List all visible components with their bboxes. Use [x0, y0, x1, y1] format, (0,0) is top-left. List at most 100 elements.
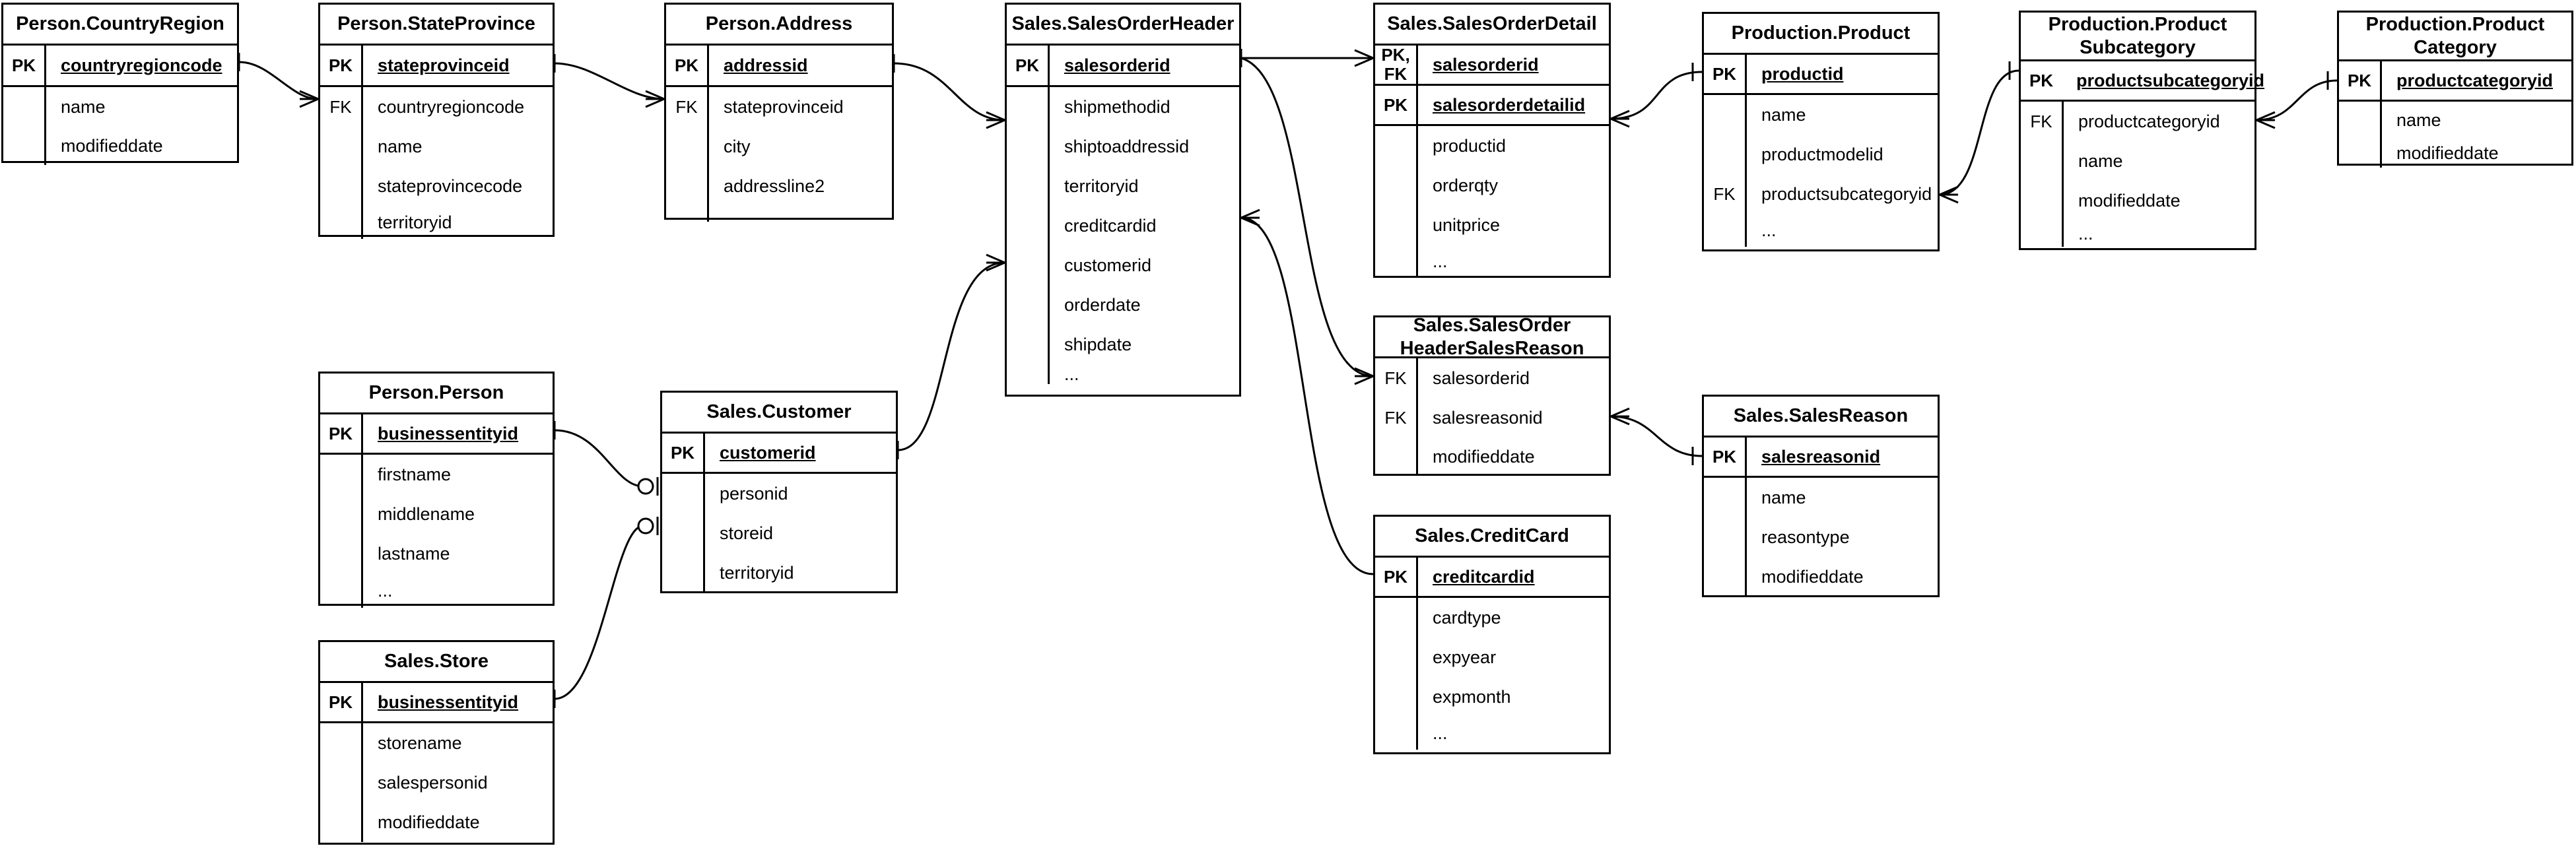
attribute-row[interactable]: city [666, 127, 892, 166]
attribute-row[interactable]: customerid [1007, 245, 1239, 285]
attribute-row[interactable]: shiptoaddressid [1007, 127, 1239, 166]
rel-salesorderheader-salesreasonlink [1240, 57, 1374, 385]
attribute-row[interactable]: firstname [320, 455, 553, 494]
attribute-row[interactable]: middlename [320, 494, 553, 534]
attribute-name: productcategoryid [2396, 70, 2554, 90]
attribute-row[interactable]: ... [2021, 220, 2254, 247]
attribute-row[interactable]: unitprice [1375, 205, 1609, 245]
attribute-row[interactable]: orderqty [1375, 166, 1609, 205]
attribute-row[interactable]: name [3, 87, 237, 127]
attribute-row[interactable]: territoryid [662, 553, 896, 593]
attribute-row[interactable]: addressline2 [666, 166, 892, 206]
attribute-row[interactable]: creditcardid [1007, 206, 1239, 245]
attribute-row[interactable]: ... [1375, 245, 1609, 278]
key-column-divider [1048, 46, 1050, 85]
attribute-row[interactable]: reasontype [1704, 517, 1938, 557]
attribute-row[interactable]: productmodelid [1704, 135, 1938, 174]
key-marker [1375, 598, 1416, 637]
attribute-name: productcategoryid [2078, 111, 2220, 131]
key-marker: PK [2029, 70, 2054, 90]
attribute-row[interactable]: ... [320, 573, 553, 608]
attribute-row[interactable]: expyear [1375, 637, 1609, 677]
attribute-row[interactable]: modifieddate [3, 127, 237, 165]
entity-title: Sales.Store [320, 642, 553, 683]
attribute-row[interactable]: modifieddate [1704, 557, 1938, 597]
attribute-row[interactable]: territoryid [320, 206, 553, 239]
attribute-row[interactable]: shipmethodid [1007, 87, 1239, 127]
attribute-row[interactable]: ... [1704, 214, 1938, 247]
attribute-name: ... [1433, 723, 1448, 743]
key-marker: PK [2347, 70, 2372, 90]
attribute-row[interactable]: ... [666, 204, 892, 224]
attribute-row[interactable]: name [320, 127, 553, 166]
attribute-row[interactable]: personid [662, 474, 896, 513]
entity-title: Person.Address [666, 5, 892, 46]
attribute-row[interactable]: stateprovincecode [320, 166, 553, 206]
attribute-row[interactable]: salespersonid [320, 763, 553, 802]
attribute-row[interactable]: ... [1007, 364, 1239, 384]
attribute-row[interactable]: name [1704, 95, 1938, 135]
key-marker [320, 802, 361, 842]
attribute-row[interactable]: territoryid [1007, 166, 1239, 206]
attribute-row[interactable]: name [2021, 141, 2254, 181]
attribute-row[interactable]: name [1704, 478, 1938, 517]
attribute-row[interactable]: storename [320, 723, 553, 763]
attribute-row[interactable]: shipdate [1007, 325, 1239, 364]
attribute-row[interactable]: modifieddate [2339, 139, 2571, 168]
attribute-row[interactable]: modifieddate [320, 802, 553, 842]
key-marker: PK [328, 692, 353, 712]
attribute-row[interactable]: cardtype [1375, 598, 1609, 637]
attribute-row[interactable]: lastname [320, 534, 553, 573]
key-column-divider [361, 166, 363, 206]
attribute-row[interactable]: name [2339, 102, 2571, 139]
key-marker: PK [11, 55, 36, 75]
attribute-row[interactable]: expmonth [1375, 677, 1609, 717]
attribute-row[interactable]: modifieddate [1375, 438, 1609, 476]
attribute-row[interactable]: productid [1375, 126, 1609, 166]
key-column-divider [1416, 205, 1418, 245]
key-marker [1007, 245, 1048, 285]
attribute-row[interactable]: storeid [662, 513, 896, 553]
key-marker [2339, 102, 2380, 139]
attribute-row[interactable]: orderdate [1007, 285, 1239, 325]
attribute-row[interactable]: modifieddate [2021, 181, 2254, 220]
key-column-divider [1048, 166, 1050, 206]
attribute-row[interactable]: ... [1375, 717, 1609, 750]
attribute-row[interactable]: PK productcategoryid [2339, 61, 2571, 100]
